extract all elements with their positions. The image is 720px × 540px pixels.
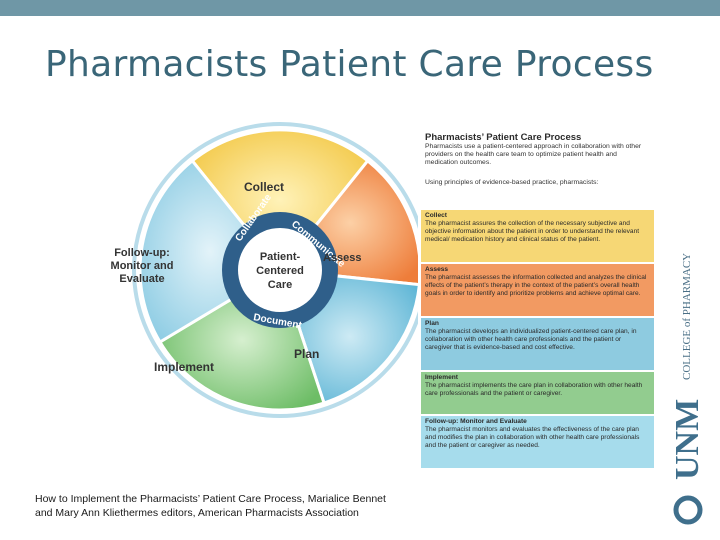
unm-college-logo: COLLEGE of PHARMACY UNM: [669, 253, 706, 525]
source-caption: How to Implement the Pharmacists’ Patien…: [35, 493, 386, 520]
segment-label-collect: Collect: [244, 180, 284, 194]
step-text: The pharmacist develops an individualize…: [425, 328, 637, 351]
segment-label-implement: Implement: [154, 360, 214, 374]
segment-label-plan: Plan: [294, 347, 319, 361]
segment-label-assess: Assess: [323, 252, 362, 264]
center-disc: [238, 228, 322, 312]
caption-line-2: and Mary Ann Kliethermes editors, Americ…: [35, 506, 359, 519]
center-label-line1: Patient-: [260, 251, 301, 263]
step-follow-up: Follow-up: Monitor and Evaluate The phar…: [421, 416, 654, 468]
logo-unm-text: UNM: [669, 399, 706, 480]
step-text: The pharmacist assesses the information …: [425, 274, 647, 297]
step-title: Assess: [425, 266, 449, 273]
step-plan: Plan The pharmacist develops an individu…: [421, 318, 654, 370]
slide-title: Pharmacists Patient Care Process: [45, 44, 654, 85]
segment-follow-up: [138, 158, 283, 345]
step-text: The pharmacist assures the collection of…: [425, 220, 640, 243]
step-text: The pharmacist implements the care plan …: [425, 382, 643, 397]
step-title: Implement: [425, 374, 458, 381]
step-title: Follow-up: Monitor and Evaluate: [425, 418, 527, 425]
logo-college-text: COLLEGE of PHARMACY: [681, 253, 693, 380]
patient-care-wheel: Collaborate Communicate Document Patient…: [111, 122, 418, 418]
step-collect: Collect The pharmacist assures the colle…: [421, 210, 654, 262]
center-label-line2: Centered: [256, 265, 304, 277]
step-implement: Implement The pharmacist implements the …: [421, 372, 654, 414]
panel-intro: Pharmacists use a patient-centered appro…: [425, 143, 642, 167]
step-title: Collect: [425, 212, 447, 219]
segment-collect: [190, 128, 370, 273]
top-accent-bar: [0, 0, 720, 16]
outer-ring: [132, 122, 418, 418]
panel-using: Using principles of evidence-based pract…: [425, 179, 599, 186]
step-text: The pharmacist monitors and evaluates th…: [425, 426, 640, 449]
step-title: Plan: [425, 320, 439, 327]
logo-emblem-icon: [673, 495, 703, 525]
center-label-line3: Care: [268, 279, 292, 291]
step-assess: Assess The pharmacist assesses the infor…: [421, 264, 654, 316]
panel-title: Pharmacists’ Patient Care Process: [425, 132, 582, 143]
caption-line-1: How to Implement the Pharmacists’ Patien…: [35, 493, 386, 505]
